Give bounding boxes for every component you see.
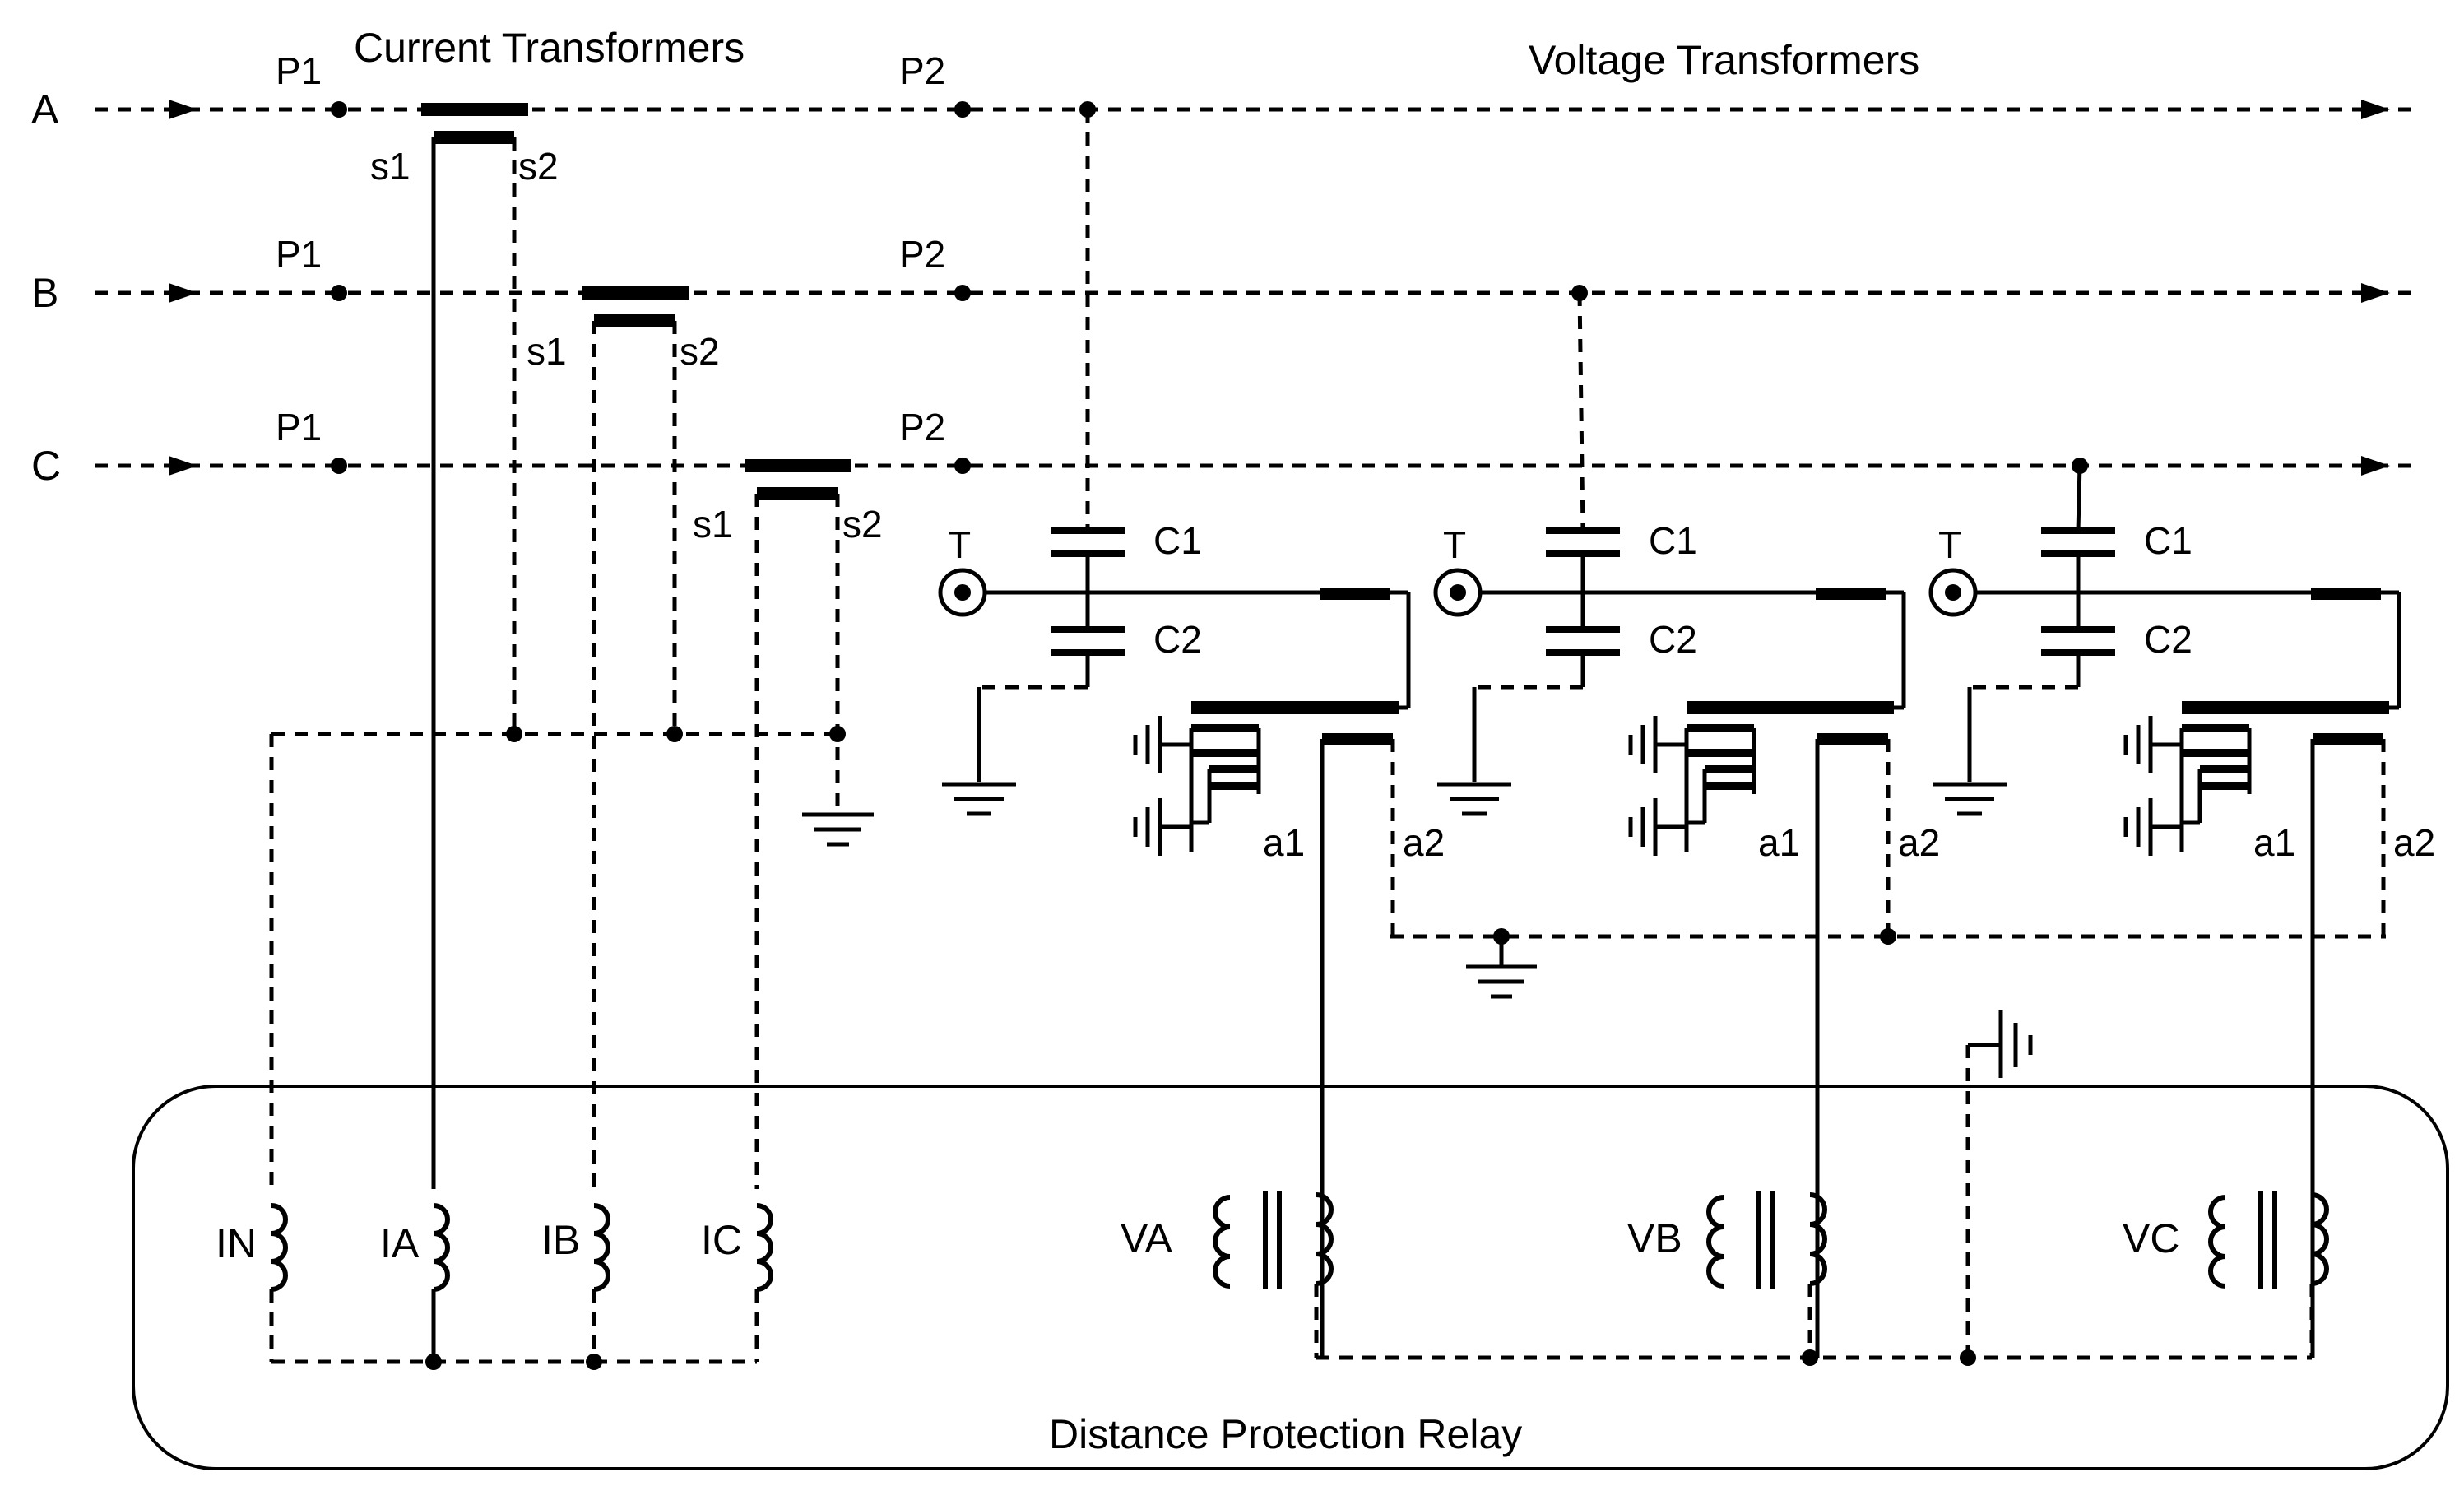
vcoil-node-g [1960,1349,1976,1366]
vt-b-t-label: T [1443,523,1466,566]
vcoil-node-b [1802,1349,1818,1366]
arrow-b-out-icon [2361,283,2390,303]
vt-a-t-terminal-icon [938,568,987,617]
relay-enclosure [132,1085,2449,1470]
phase-b-label: B [31,270,58,316]
vt-ground-icon [1466,936,1537,999]
p1-b-dot [331,285,347,301]
p1-c-label: P1 [276,406,322,448]
vt-c-c2-label: C2 [2144,618,2193,661]
ct-c-s1-label: s1 [693,503,733,546]
vt-c-t-terminal-icon [1928,568,1978,617]
p2-c-label: P2 [899,406,945,448]
ct-node-a [506,726,522,742]
coil-va-label: VA [1121,1215,1173,1261]
vt-b-c2-label: C2 [1649,618,1697,661]
arrow-b-in-icon [169,283,197,303]
coil-in-icon [271,1203,288,1292]
coil-ib-icon [593,1203,610,1292]
arrow-a-out-icon [2361,100,2390,119]
vt-c-ground-icon [1933,782,2007,816]
p2-c-dot [954,458,971,474]
coil-vb-icon [1706,1191,1827,1289]
ct-b [582,286,689,1189]
ct-ground-icon [802,812,874,847]
p1-a-label: P1 [276,49,322,92]
vt-c-t-label: T [1938,523,1961,566]
p2-a-dot [954,101,971,118]
vt-c-damping-unit-icon [2123,716,2252,856]
phase-a-label: A [31,86,59,132]
vt-a-damping-unit-icon [1133,716,1261,856]
vt-a-ground-icon [942,782,1016,816]
p2-a-label: P2 [899,49,945,92]
coil-ib-label: IB [541,1217,580,1263]
vt-b-damping-unit-icon [1628,716,1756,856]
vt-c-a1-label: a1 [2253,821,2295,864]
current-transformers-title: Current Transformers [354,25,745,71]
ct-node-b [666,726,683,742]
vt-a-a1-label: a1 [1263,821,1305,864]
p1-a-dot [331,101,347,118]
coil-node-a [425,1354,442,1370]
voltage-transformers-title: Voltage Transformers [1529,37,1919,83]
coil-vc-icon [2208,1191,2329,1289]
phase-lines [95,100,2419,476]
p1-b-label: P1 [276,233,322,276]
ct-a [421,103,528,1189]
coil-vb-label: VB [1627,1215,1682,1261]
coil-vc-label: VC [2123,1215,2179,1261]
coil-node-b [586,1354,602,1370]
arrow-c-out-icon [2361,456,2390,476]
p2-b-dot [954,285,971,301]
ct-b-s1-label: s1 [527,330,567,373]
ct-c [745,459,851,1189]
coil-va-icon [1213,1191,1334,1289]
vt-a2-node [1880,928,1896,945]
coil-ic-label: IC [701,1217,742,1263]
vt-a-c2-label: C2 [1153,618,1202,661]
phase-c-label: C [31,443,61,489]
ct-node-c [829,726,846,742]
vt-b-t-terminal-icon [1433,568,1483,617]
vt-a-a2-label: a2 [1403,821,1445,864]
coil-ia-icon [433,1203,450,1292]
relay-ground-icon [1965,1010,2033,1358]
ct-a-s2-label: s2 [518,145,559,188]
vt-b-ground-icon [1437,782,1511,816]
p2-b-label: P2 [899,233,945,276]
current-coils [269,1203,773,1362]
coil-ia-label: IA [380,1220,420,1266]
vt-a-c1-label: C1 [1153,519,1202,562]
vt-b-c1-label: C1 [1649,519,1697,562]
arrow-c-in-icon [169,456,197,476]
ct-c-s2-label: s2 [842,503,883,546]
p1-c-dot [331,458,347,474]
vt-b-a2-label: a2 [1898,821,1940,864]
relay-label: Distance Protection Relay [1049,1411,1522,1457]
vt-b-a1-label: a1 [1758,821,1800,864]
coil-in-label: IN [216,1220,257,1266]
vt-c-c1-label: C1 [2144,519,2193,562]
coil-ic-icon [756,1203,773,1292]
ct-a-s1-label: s1 [370,145,411,188]
voltage-coils [1213,1191,2329,1358]
ct-b-s2-label: s2 [680,330,720,373]
vt-c-a2-label: a2 [2393,821,2435,864]
vt-a-t-label: T [948,523,971,566]
arrow-a-in-icon [169,100,197,119]
